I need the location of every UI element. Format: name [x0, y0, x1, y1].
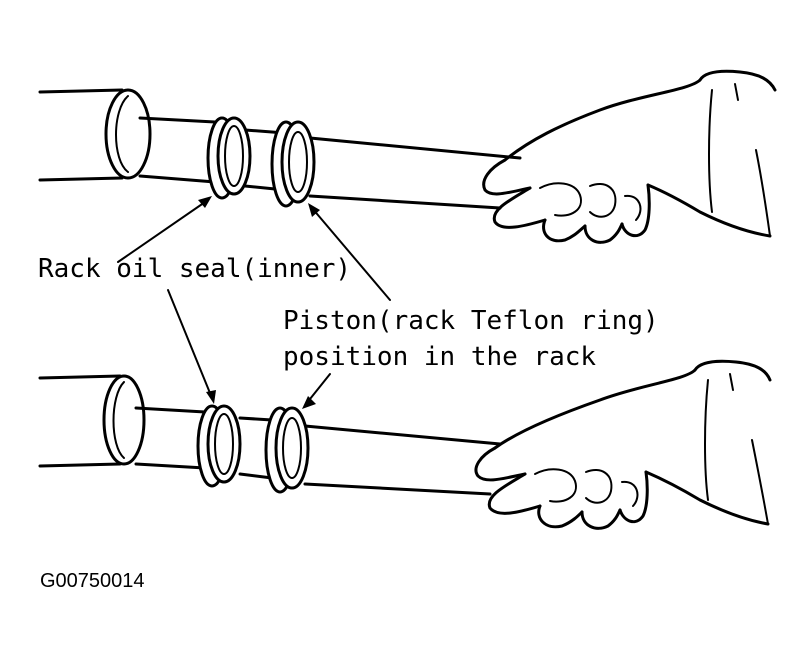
rack-oil-seal-label: Rack oil seal(inner) [38, 254, 352, 284]
piston-label-line2: position in the rack [283, 342, 597, 372]
top-hand [482, 69, 777, 244]
bottom-rack-oil-seal [196, 404, 242, 488]
bottom-hand [474, 359, 772, 530]
leader-seal-bottom [167, 289, 213, 399]
leader-lines [117, 196, 391, 409]
bottom-piston-ring [264, 406, 310, 494]
top-rack-oil-seal [206, 116, 252, 200]
top-housing-tube [38, 88, 152, 182]
arrowhead-piston-bottom [302, 396, 316, 409]
top-rack-shaft [138, 116, 522, 210]
top-piston-ring [270, 120, 316, 208]
leader-seal-top [117, 199, 209, 263]
bottom-assembly [38, 359, 772, 530]
figure-code: G00750014 [40, 570, 145, 592]
top-assembly [38, 69, 777, 244]
arrowhead-seal-bottom [206, 390, 216, 404]
bottom-rack-shaft [134, 406, 502, 496]
leader-piston-top [311, 207, 391, 301]
arrowhead-seal-top [198, 196, 212, 208]
bottom-housing-tube [38, 374, 146, 468]
arrowhead-piston-top [308, 203, 320, 217]
piston-label-line1: Piston(rack Teflon ring) [283, 306, 659, 336]
